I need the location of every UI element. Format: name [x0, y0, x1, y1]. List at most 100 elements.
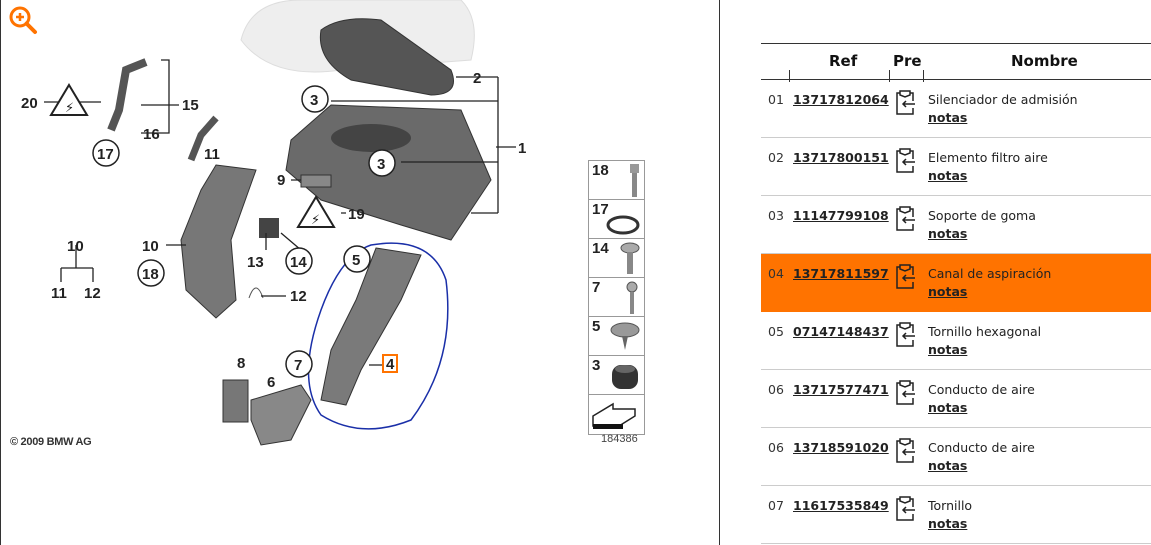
callout-11[interactable]: 11: [204, 146, 220, 163]
notes-link[interactable]: notas: [928, 284, 968, 299]
legend-label: 14: [592, 240, 609, 257]
callout-16[interactable]: 16: [143, 126, 160, 143]
part-ref-link[interactable]: 13717800151: [793, 150, 889, 165]
add-to-cart-icon[interactable]: [894, 322, 916, 348]
add-to-cart-icon[interactable]: [894, 380, 916, 406]
fasteners-legend: 18 17 14 7 5 3: [588, 160, 645, 435]
highlight-box: [382, 354, 398, 373]
part-name: Tornillo: [928, 498, 973, 513]
callout-10[interactable]: 10: [67, 238, 84, 255]
notes-link[interactable]: notas: [928, 458, 968, 473]
callout-19[interactable]: 19: [348, 206, 365, 223]
callout-20[interactable]: 20: [21, 95, 38, 112]
table-row[interactable]: 01 13717812064 Silenciador de admisión n…: [761, 80, 1151, 138]
column-divider: [923, 70, 924, 82]
callout-17[interactable]: 17: [97, 146, 114, 163]
table-row[interactable]: 06 13718591020 Conducto de aire notas: [761, 428, 1151, 486]
table-row[interactable]: 05 07147148437 Tornillo hexagonal notas: [761, 312, 1151, 370]
add-to-cart-icon[interactable]: [894, 264, 916, 290]
part-13: [259, 218, 279, 238]
callout-14[interactable]: 14: [290, 254, 307, 271]
table-row[interactable]: 02 13717800151 Elemento filtro aire nota…: [761, 138, 1151, 196]
screw-icon: [620, 242, 640, 274]
column-divider: [789, 70, 790, 82]
svg-text:⚡: ⚡: [65, 101, 74, 116]
table-body: 01 13717812064 Silenciador de admisión n…: [761, 80, 1151, 544]
part-2-cover: [319, 18, 454, 96]
part-ref-link[interactable]: 07147148437: [793, 324, 889, 339]
callout-13[interactable]: 13: [247, 254, 264, 271]
part-ref-link[interactable]: 11147799108: [793, 208, 889, 223]
legend-item: 18: [589, 161, 644, 200]
part-ref-link[interactable]: 11617535849: [793, 498, 889, 513]
callout-1[interactable]: 1: [518, 140, 526, 157]
header-name[interactable]: Nombre: [1011, 52, 1078, 70]
header-ref[interactable]: Ref: [829, 52, 858, 70]
table-row[interactable]: 04 13717811597 Canal de aspiración notas: [761, 254, 1151, 312]
notes-link[interactable]: notas: [928, 168, 968, 183]
callout-6[interactable]: 6: [267, 374, 275, 391]
legend-item: 14: [589, 239, 644, 278]
header-pre[interactable]: Pre: [893, 52, 922, 70]
legend-label: 3: [592, 357, 601, 374]
notes-link[interactable]: notas: [928, 226, 968, 241]
row-number: 05: [768, 324, 784, 339]
add-to-cart-icon[interactable]: [894, 206, 916, 232]
legend-label: 18: [592, 162, 609, 179]
column-divider: [889, 70, 890, 82]
callout-12[interactable]: 12: [84, 285, 101, 302]
callout-3[interactable]: 3: [377, 156, 385, 173]
table-row[interactable]: 07 11617535849 Tornillo notas: [761, 486, 1151, 544]
add-to-cart-icon[interactable]: [894, 438, 916, 464]
part-ref-link[interactable]: 13717812064: [793, 92, 889, 107]
legend-label: 17: [592, 201, 609, 218]
callout-12[interactable]: 12: [290, 288, 307, 305]
legend-item: 3: [589, 356, 644, 395]
notes-link[interactable]: notas: [928, 110, 968, 125]
part-name: Tornillo hexagonal: [928, 324, 1042, 339]
callout-3[interactable]: 3: [310, 92, 318, 109]
parts-diagram[interactable]: ⚡ ⚡ 3 3 17 18 14 5 7 1 2 4 6 8 9 10 10 1…: [1, 0, 721, 545]
callout-7[interactable]: 7: [294, 357, 302, 374]
zoom-in-icon[interactable]: [7, 4, 39, 36]
notes-link[interactable]: notas: [928, 342, 968, 357]
callout-4[interactable]: 4: [386, 356, 395, 373]
callout-18[interactable]: 18: [142, 266, 159, 283]
warning-icon: ⚡: [49, 83, 89, 116]
row-number: 07: [768, 498, 784, 513]
add-to-cart-icon[interactable]: [894, 496, 916, 522]
o-ring-icon: [606, 215, 640, 235]
part-ref-link[interactable]: 13717577471: [793, 382, 889, 397]
warning-icon: ⚡: [296, 195, 336, 228]
row-number: 06: [768, 382, 784, 397]
part-ref-link[interactable]: 13717811597: [793, 266, 889, 281]
callout-15[interactable]: 15: [182, 97, 199, 114]
part-9: [300, 174, 332, 188]
arrow-icon: [592, 402, 636, 429]
part-12-clip: [248, 287, 264, 299]
table-row[interactable]: 03 11147799108 Soporte de goma notas: [761, 196, 1151, 254]
table-header: Ref Pre Nombre: [761, 44, 1151, 82]
hose-11: [187, 115, 219, 162]
callout-circles: [92, 85, 396, 378]
add-to-cart-icon[interactable]: [894, 90, 916, 116]
notes-link[interactable]: notas: [928, 400, 968, 415]
part-6-duct: [250, 384, 312, 446]
callout-2[interactable]: 2: [473, 70, 481, 87]
add-to-cart-icon[interactable]: [894, 148, 916, 174]
notes-link[interactable]: notas: [928, 516, 968, 531]
part-ref-link[interactable]: 13718591020: [793, 440, 889, 455]
washer-screw-icon: [610, 322, 640, 350]
callout-10[interactable]: 10: [142, 238, 159, 255]
table-row[interactable]: 06 13717577471 Conducto de aire notas: [761, 370, 1151, 428]
callout-8[interactable]: 8: [237, 355, 245, 372]
callout-9[interactable]: 9: [277, 172, 285, 189]
part-name: Elemento filtro aire: [928, 150, 1048, 165]
row-number: 06: [768, 440, 784, 455]
callout-11[interactable]: 11: [51, 285, 67, 302]
part-name: Conducto de aire: [928, 382, 1035, 397]
part-name: Conducto de aire: [928, 440, 1035, 455]
row-number: 04: [768, 266, 784, 281]
part-name: Canal de aspiración: [928, 266, 1052, 281]
callout-5[interactable]: 5: [352, 252, 360, 269]
